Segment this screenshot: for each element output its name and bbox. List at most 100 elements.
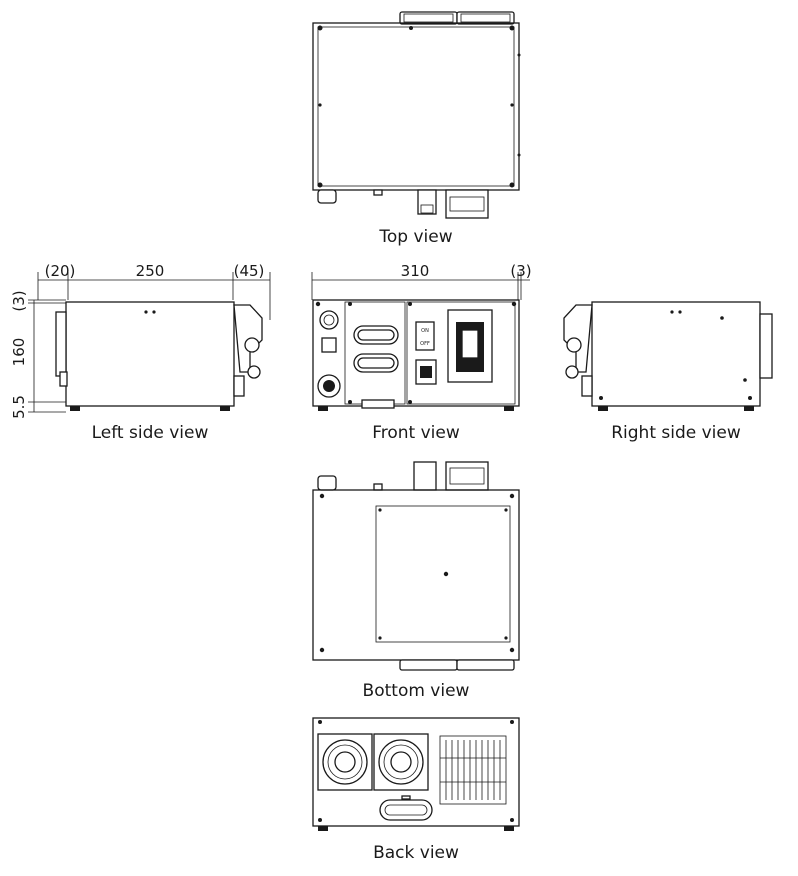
left-front-offset-dim: (20) [45,262,76,280]
bottom-screw [509,647,515,653]
back-fan-right [373,733,429,791]
right-view-label: Right side view [611,423,741,443]
left-view-label: Left side view [92,423,209,443]
bottom-screw [378,636,382,640]
bottom-knob [317,475,337,491]
top-screw [509,25,515,31]
bottom-screw [504,636,508,640]
front-socket-core [420,366,432,378]
front-panel-right [406,301,516,405]
bottom-plate [375,505,511,643]
back-fan-right-ring [378,739,424,785]
back-fan-left-hub [334,751,356,773]
top-fan-right-inner [460,13,511,23]
back-screw [510,818,514,822]
left-knob [247,365,261,379]
right-side-view: Right side view [563,301,773,443]
back-vent-grille [439,735,507,805]
top-tab [373,189,383,196]
back-view: Back view [312,717,520,863]
top-screw [317,182,323,188]
power-inlet [447,309,493,383]
right-knob [566,337,582,353]
top-screw [317,25,323,31]
right-knob [565,365,579,379]
width-dim: 310 [401,262,430,280]
right-hole [720,316,724,320]
right-fan-guard [759,313,773,379]
bottom-screw [319,647,325,653]
top-hole [517,53,521,57]
top-view-inner [317,26,515,187]
front-screw [348,302,352,306]
right-view-body [591,301,761,407]
back-fan-left-ring-inner [327,744,363,780]
front-panel-left [344,301,406,405]
front-screw [315,301,321,307]
top-fan-right [456,11,515,25]
right-foot [744,406,754,411]
top-inlet [445,189,489,219]
top-screw [509,182,515,188]
front-screw [511,301,517,307]
power-switch [415,321,435,351]
bottom-connector [413,461,437,491]
top-hole [510,103,514,107]
front-oval-cutout [353,325,399,345]
top-hole [318,103,322,107]
back-screw [318,720,322,724]
front-foot [504,406,514,411]
top-connector [417,189,437,215]
bottom-view: Bottom view [312,461,520,701]
front-selector [321,337,337,353]
bottom-view-label: Bottom view [363,681,470,701]
front-view: 310 (3) ON OFF Front vi [311,262,532,443]
top-knob [317,189,337,204]
front-connector [317,374,341,398]
top-fan-left-inner [403,13,454,23]
front-tab [361,399,395,409]
front-oval-cutout [353,353,399,373]
bottom-screw [509,493,515,499]
back-handle-inner [384,804,428,816]
right-foot [598,406,608,411]
front-oval-cutout-inner [357,329,395,341]
left-view-body [65,301,235,407]
left-foot-block [59,371,68,387]
height-dim: 160 [10,338,28,367]
bottom-tab [373,483,383,491]
depth-dim: 250 [136,262,165,280]
front-view-label: Front view [372,423,460,443]
right-hole [670,310,674,314]
top-view: Top view [312,11,521,247]
back-handle [379,799,433,821]
bottom-fan-left [399,659,458,671]
left-foot [220,406,230,411]
top-hole [517,153,521,157]
right-front-tab [581,375,593,397]
width-offset-dim: (3) [510,262,531,280]
power-switch-off: OFF [420,341,430,347]
bottom-center-screw [443,571,449,577]
front-view-body [312,299,520,407]
front-oval-cutout-inner [357,357,395,369]
back-handle-tab [401,795,411,800]
left-hole [144,310,148,314]
right-hole [678,310,682,314]
left-rear-offset-dim: (45) [234,262,265,280]
left-front-tab [233,375,245,397]
bottom-screw [378,508,382,512]
left-hole [152,310,156,314]
back-fan-left [317,733,373,791]
left-knob [244,337,260,353]
back-screw [510,720,514,724]
top-offset-dim: (3) [10,290,28,311]
back-fan-right-ring-inner [383,744,419,780]
bottom-fan-right [456,659,515,671]
bottom-inlet-inner [449,467,485,485]
back-fan-right-hub [390,751,412,773]
back-fan-left-ring [322,739,368,785]
back-view-body [312,717,520,827]
top-connector-inner [420,204,434,214]
